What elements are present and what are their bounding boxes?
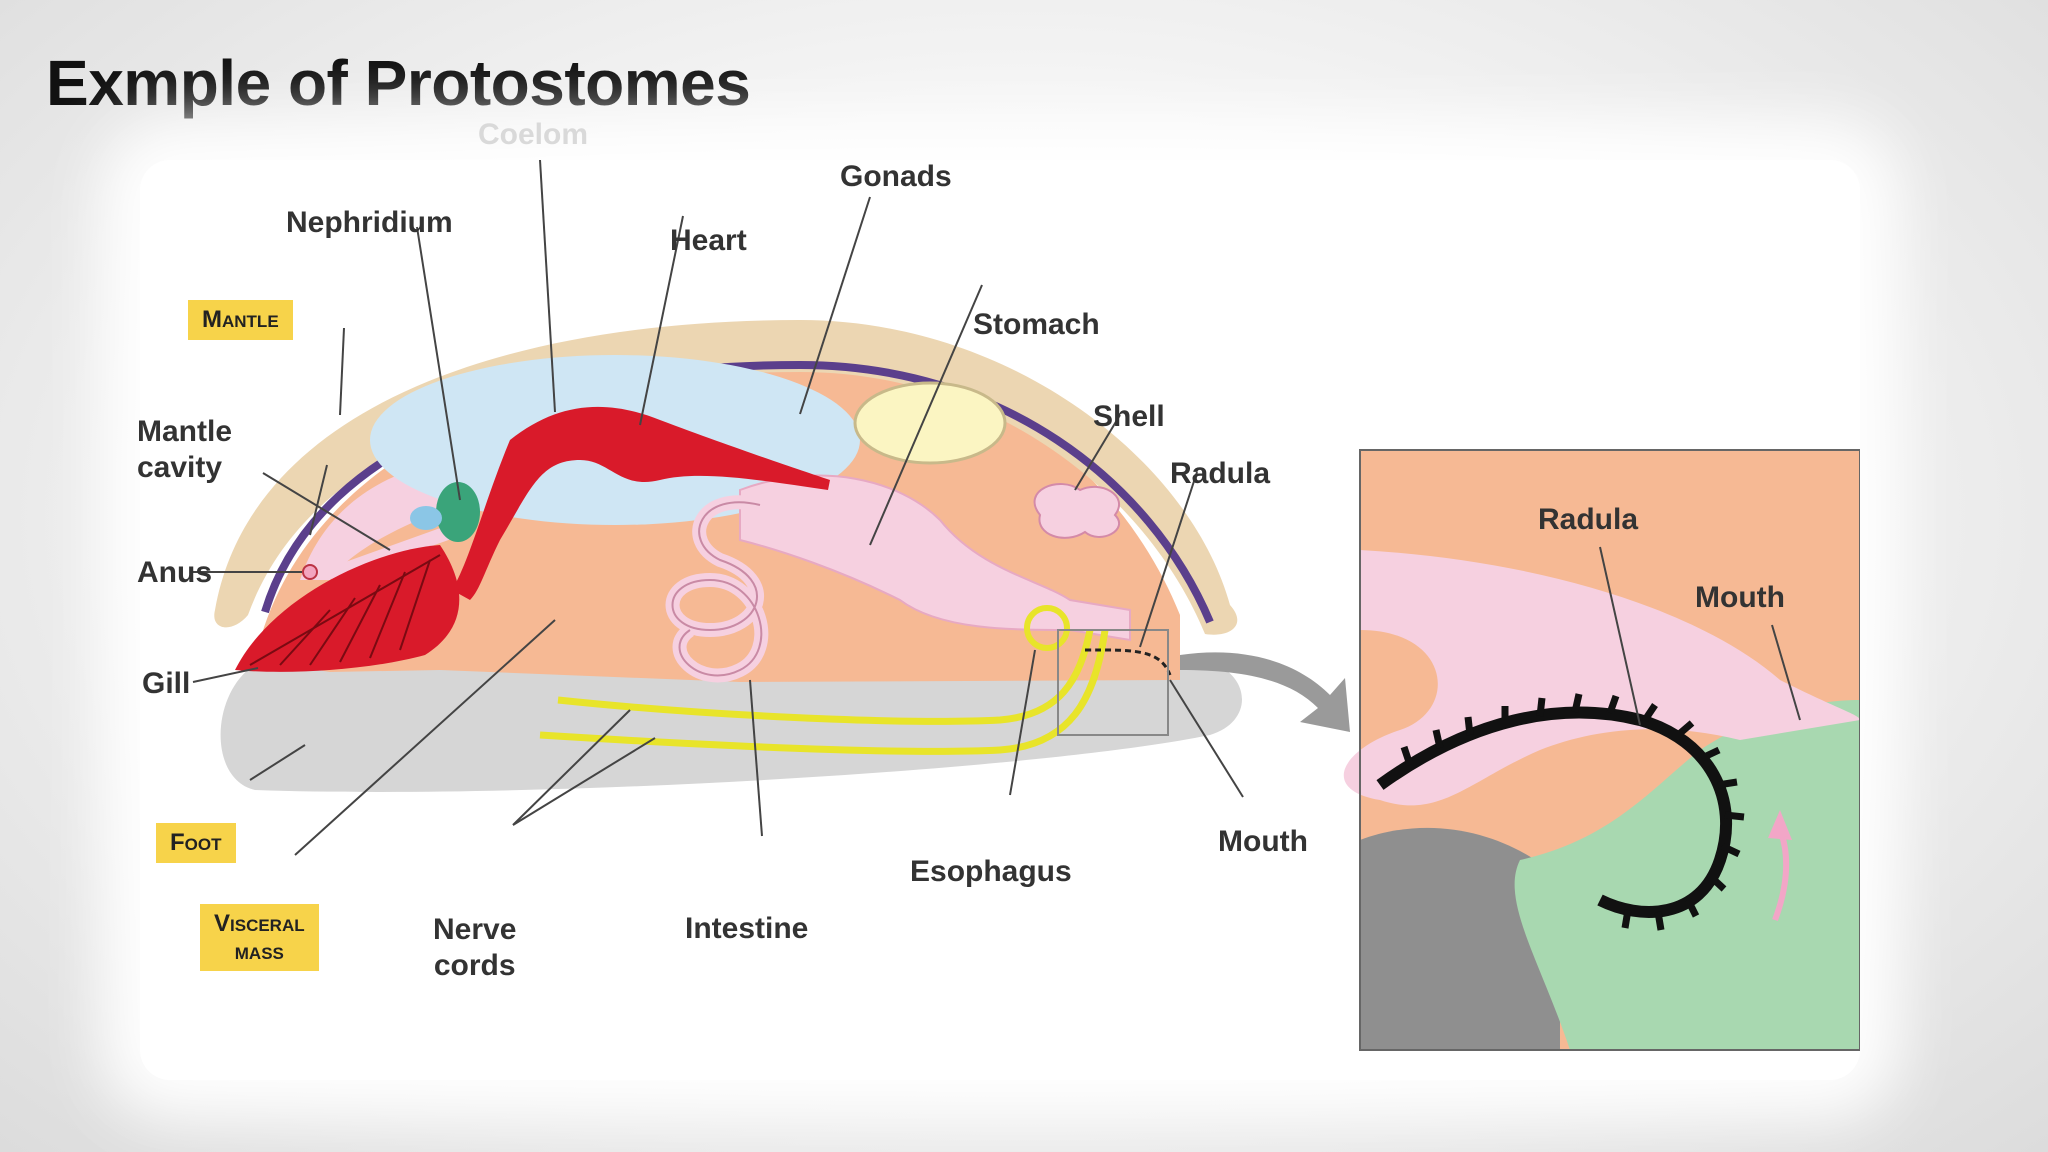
nerve-cord-1 (557, 629, 1094, 725)
anus-shape (302, 564, 318, 580)
mollusc-diagram: Coelom Nephridium Heart Gonads Stomach S… (137, 118, 1860, 1080)
stomach-shape (739, 474, 1131, 642)
label-coelom: Coelom (478, 118, 589, 151)
inset-label-radula: Radula (1538, 503, 1639, 536)
label-mouth: Mouth (1218, 825, 1308, 858)
label-gill: Gill (142, 667, 191, 700)
tag-visceral-mass: Visceral mass (200, 904, 319, 972)
zoom-box (1057, 629, 1169, 736)
inset-radula (1376, 706, 1733, 918)
inset-tongue (1514, 700, 1860, 1050)
label-stomach: Stomach (973, 308, 1100, 341)
tag-mantle: Mantle (188, 300, 293, 340)
digestive-gland (1033, 483, 1120, 539)
inset-buccal (1343, 550, 1860, 806)
radula-inset (1343, 449, 1860, 1051)
tag-foot: Foot (156, 823, 236, 863)
label-heart: Heart (670, 224, 747, 257)
zoom-arrow (1180, 652, 1350, 732)
label-mantle-cavity: Mantle cavity (137, 415, 233, 484)
mantle-line (261, 360, 1214, 624)
label-nephridium: Nephridium (286, 206, 453, 239)
gonads-shape (853, 381, 1007, 465)
label-anus: Anus (137, 556, 212, 589)
label-shell: Shell (1093, 400, 1165, 433)
inset-label-mouth: Mouth (1695, 581, 1785, 614)
radula-small (1084, 648, 1172, 676)
foot-shape (220, 645, 1243, 792)
nerve-ring (1024, 605, 1070, 651)
nerve-cord-2 (539, 629, 1109, 755)
label-gonads: Gonads (840, 160, 952, 193)
nephridium-shape (436, 482, 480, 542)
heart-shape (452, 406, 830, 600)
label-intestine: Intestine (685, 912, 809, 945)
diagram-drawing (190, 160, 1860, 1051)
label-nerve-cords: Nerve cords (433, 913, 517, 982)
slide-title: Exmple of Protostomes (46, 47, 751, 119)
rectum (327, 525, 453, 582)
label-radula: Radula (1170, 457, 1271, 490)
label-esophagus: Esophagus (910, 855, 1072, 888)
